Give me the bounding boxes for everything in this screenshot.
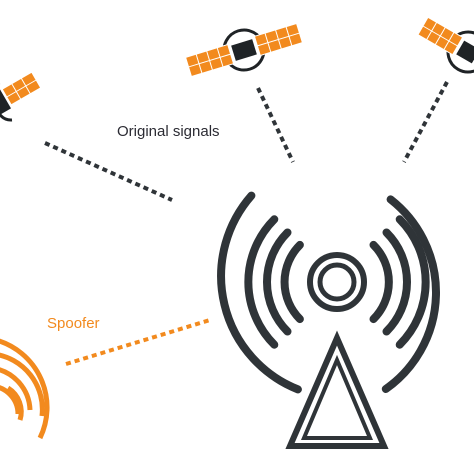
antenna-tower-icon [217,191,440,449]
spoofer-signal-line [65,318,211,366]
satellite-left-icon [0,71,42,120]
satellite-center-icon [184,22,304,78]
original-signals-label: Original signals [117,123,220,140]
signal-line-left [44,141,173,202]
spoofer-label: Spoofer [47,315,100,332]
spoofer-waves-icon [0,338,50,440]
signal-line-center [256,87,295,163]
satellite-left-ring [0,111,13,122]
satellite-right-icon [417,16,474,74]
signal-line-right [402,81,449,163]
